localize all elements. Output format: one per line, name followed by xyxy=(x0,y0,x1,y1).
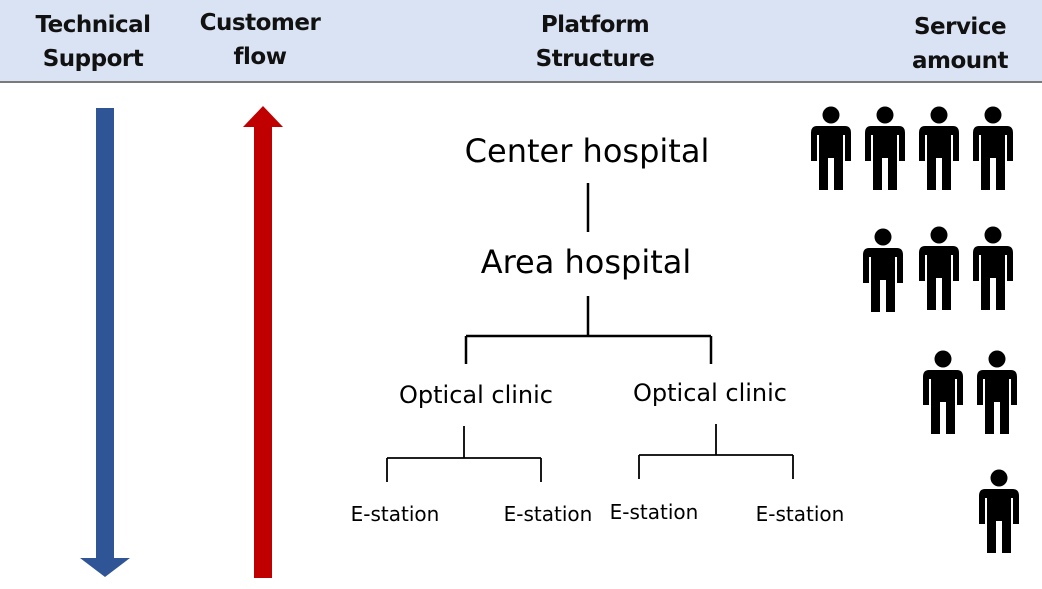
person-icon xyxy=(979,469,1019,553)
node-e-station-4: E-station xyxy=(755,502,845,526)
service-row-2 xyxy=(923,350,1017,434)
header-service-amount: Service amount xyxy=(895,10,1025,78)
person-icon xyxy=(973,226,1013,310)
technical-arrow-shaft xyxy=(96,108,114,560)
node-center-hospital: Center hospital xyxy=(464,132,710,170)
header-bar: Technical Support Customer flow Platform… xyxy=(0,0,1042,83)
header-customer-line2: flow xyxy=(233,44,287,70)
header-platform-structure: Platform Structure xyxy=(520,8,670,76)
person-icon xyxy=(923,350,963,434)
customer-arrow-shaft xyxy=(254,126,272,578)
service-row-3 xyxy=(863,226,1013,312)
header-customer-line1: Customer xyxy=(199,10,321,36)
technical-support-arrow xyxy=(80,108,130,577)
technical-arrow-head xyxy=(80,558,130,577)
header-service-line1: Service xyxy=(913,14,1007,40)
service-amount-people xyxy=(811,106,1019,553)
header-technical-line1: Technical xyxy=(35,12,151,38)
node-area-hospital: Area hospital xyxy=(480,243,692,281)
person-icon xyxy=(977,350,1017,434)
customer-arrow-head xyxy=(243,106,283,127)
service-row-1 xyxy=(979,469,1019,553)
node-e-station-2: E-station xyxy=(503,502,593,526)
hierarchy-connectors xyxy=(386,183,794,482)
person-icon xyxy=(863,228,903,312)
header-technical-support: Technical Support xyxy=(28,8,158,76)
header-platform-line1: Platform xyxy=(540,12,650,38)
person-icon xyxy=(865,106,905,190)
node-e-station-1: E-station xyxy=(350,502,440,526)
node-e-station-3: E-station xyxy=(609,500,699,524)
customer-flow-arrow xyxy=(243,106,283,578)
node-optical-clinic-left: Optical clinic xyxy=(398,381,553,409)
person-icon xyxy=(919,226,959,310)
header-service-line2: amount xyxy=(911,48,1009,74)
header-customer-flow: Customer flow xyxy=(190,6,330,74)
header-technical-line2: Support xyxy=(42,46,144,72)
person-icon xyxy=(919,106,959,190)
node-optical-clinic-right: Optical clinic xyxy=(632,379,787,407)
header-platform-line2: Structure xyxy=(535,46,655,72)
service-row-4 xyxy=(811,106,1013,190)
person-icon xyxy=(811,106,851,190)
person-icon xyxy=(973,106,1013,190)
